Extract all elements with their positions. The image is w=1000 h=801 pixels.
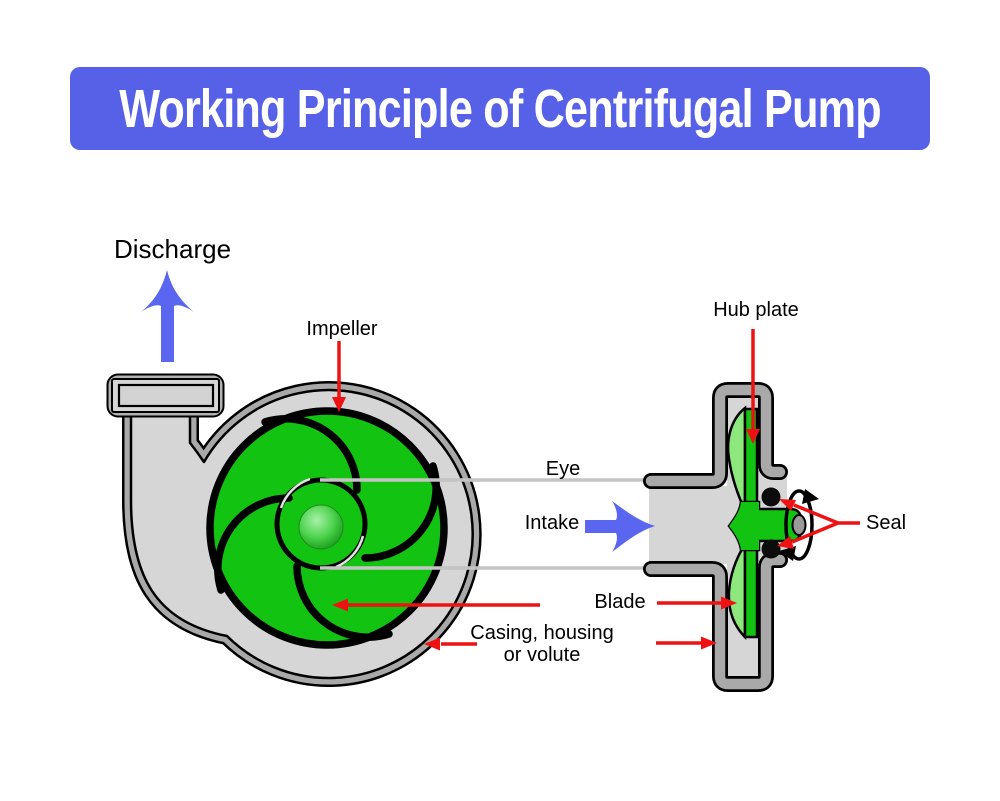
page-title: Working Principle of Centrifugal Pump [119,78,881,139]
label-blade: Blade [594,591,646,613]
impeller-blade [214,494,293,594]
seal-pointer [777,499,860,549]
seal-upper [761,487,781,507]
casing-pointer-left [424,637,477,651]
eye-sight-lines [320,478,651,570]
label-casing-line1: Casing, housing [470,622,614,644]
hub-and-shaft [727,500,804,552]
label-casing: Casing, housing or volute [460,622,624,666]
pointer-arrows [332,329,860,651]
label-impeller: Impeller [306,318,378,340]
discharge-flange [106,373,225,418]
label-casing-line2: or volute [503,644,581,666]
impeller-blade [261,415,361,494]
impeller-blade [293,562,393,641]
impeller-pointer [332,341,346,412]
label-eye: Eye [545,458,581,480]
casing-pointer-right [656,636,717,650]
impeller-hub-sphere [298,504,344,550]
label-discharge: Discharge [114,234,232,264]
label-intake: Intake [524,512,580,534]
blade-lower [727,539,747,641]
blade-pointer-right [657,596,737,610]
label-hub-plate: Hub plate [713,299,799,321]
intake-arrow [585,501,655,552]
hub-plate-pointer [746,329,760,444]
discharge-arrow [141,270,194,362]
eye-ring-highlight [335,535,365,569]
section-casing-walls [643,382,788,692]
impeller-blades [214,415,440,641]
rotation-arrow [779,489,819,561]
blade-pointer-left [332,598,540,612]
impeller-section-view [643,382,819,692]
flange-inner-face [117,383,215,408]
impeller [206,407,448,649]
label-seal: Seal [866,512,907,534]
impeller-blade [361,462,440,562]
eye-ring-highlight [279,477,311,509]
shaft-end [791,514,807,536]
pump-cutaway-view [106,373,482,687]
seal-lower [761,539,781,559]
title-banner: Working Principle of Centrifugal Pump [70,67,930,150]
